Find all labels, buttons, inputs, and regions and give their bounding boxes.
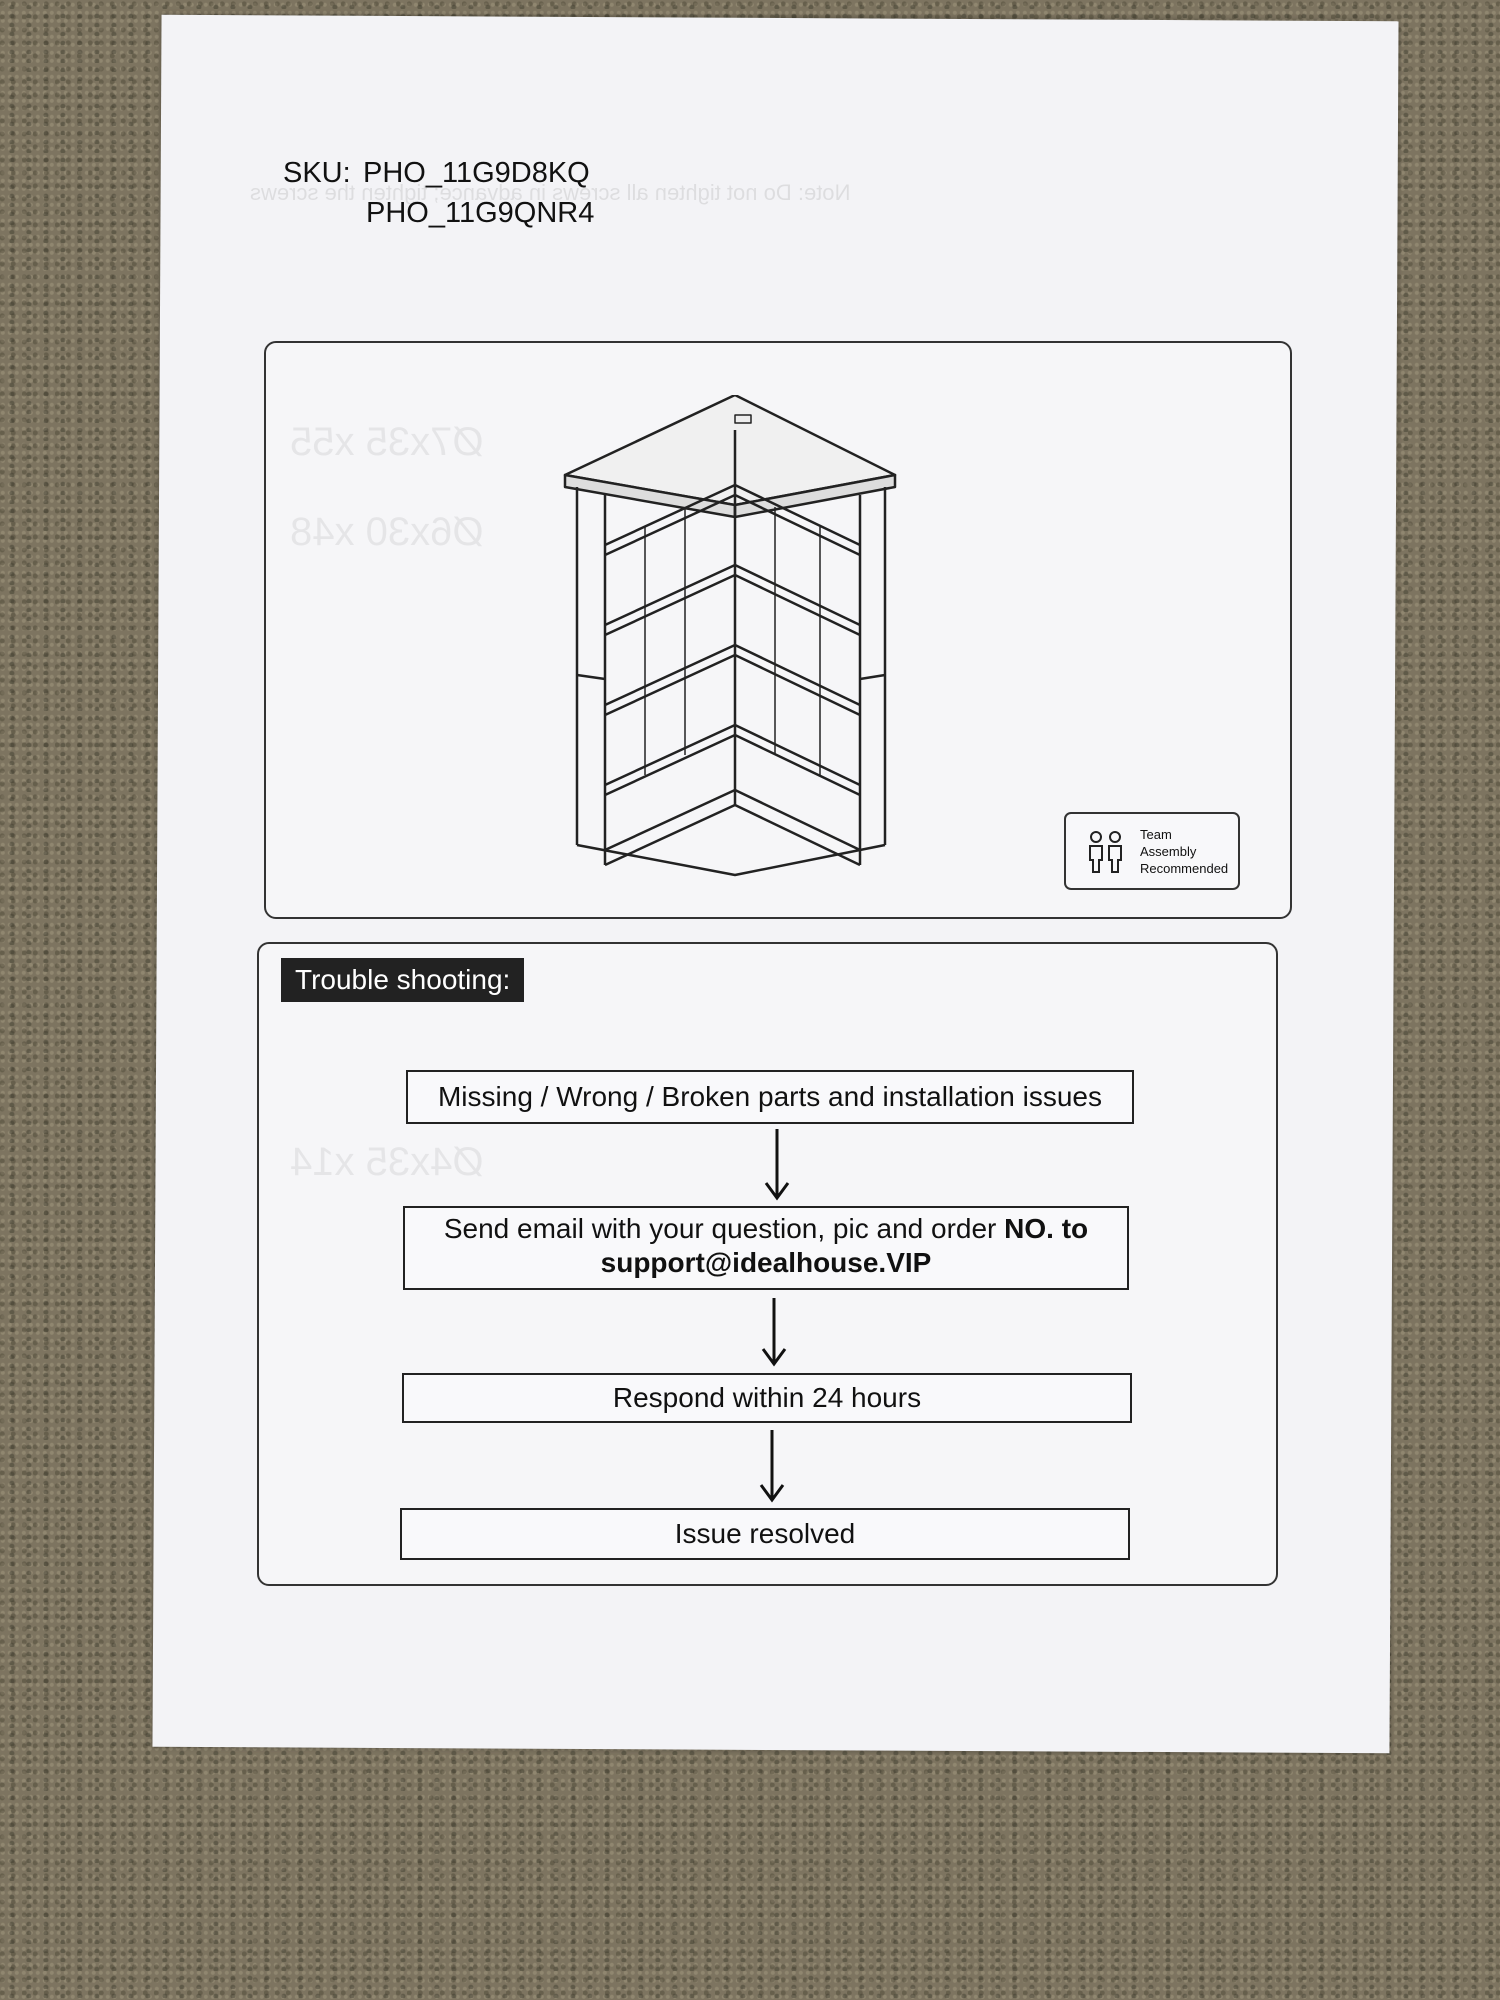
sku-code-1: PHO_11G9D8KQ bbox=[363, 157, 590, 189]
badge-line-3: Recommended bbox=[1140, 861, 1229, 876]
arrow-down-icon bbox=[761, 1298, 787, 1367]
badge-line-2: Assembly bbox=[1140, 844, 1197, 859]
arrow-down-icon bbox=[759, 1430, 785, 1503]
sku-block: SKU: PHO_11G9D8KQ PHO_11G9QNR4 bbox=[283, 153, 594, 233]
step-send-email-text: Send email with your question, pic and o… bbox=[443, 1213, 1005, 1244]
support-email: support@idealhouse.VIP bbox=[600, 1247, 932, 1278]
two-people-icon bbox=[1089, 831, 1122, 873]
step-issue-resolved: Issue resolved bbox=[400, 1508, 1130, 1560]
step-respond: Respond within 24 hours bbox=[402, 1373, 1132, 1423]
corner-bookshelf-illustration bbox=[563, 395, 897, 877]
troubleshooting-panel bbox=[257, 942, 1278, 1586]
sku-code-2: PHO_11G9QNR4 bbox=[366, 197, 595, 229]
step-send-email-bold: NO. to bbox=[1004, 1213, 1089, 1244]
step-missing-parts: Missing / Wrong / Broken parts and insta… bbox=[406, 1070, 1134, 1124]
step-send-email: Send email with your question, pic and o… bbox=[403, 1206, 1129, 1290]
troubleshooting-title: Trouble shooting: bbox=[281, 958, 525, 1002]
sku-label: SKU: bbox=[283, 157, 351, 189]
arrow-down-icon bbox=[764, 1129, 790, 1201]
team-assembly-badge: Team Assembly Recommended bbox=[1064, 812, 1240, 890]
badge-line-1: Team bbox=[1140, 827, 1172, 842]
